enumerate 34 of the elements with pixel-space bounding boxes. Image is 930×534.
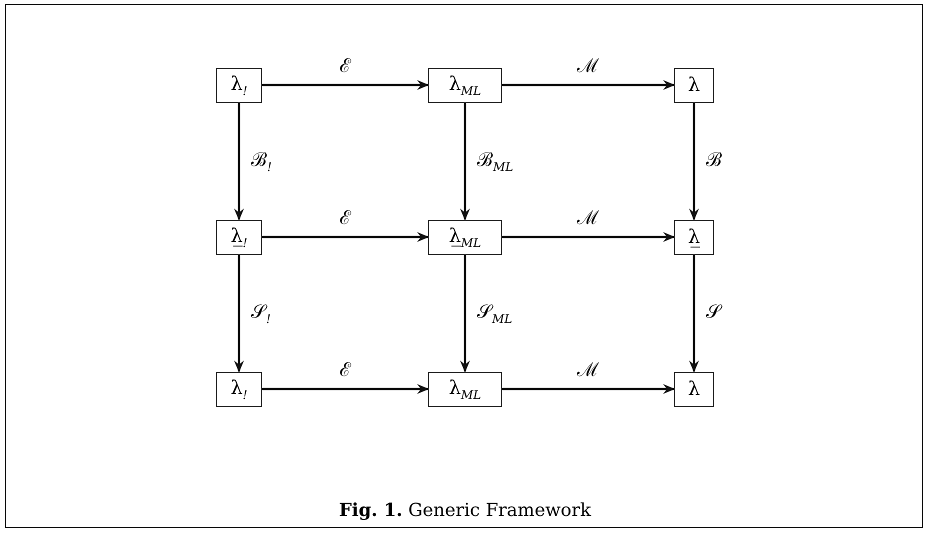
- edge-label: ℳ: [577, 57, 599, 76]
- state-box: λ: [674, 372, 714, 406]
- state-box: λ̲$_{!}$: [216, 220, 262, 254]
- arrow: [262, 232, 429, 242]
- arrow: [502, 232, 675, 242]
- state-box: λ$_{!}$: [216, 68, 262, 102]
- arrow: [262, 80, 429, 90]
- arrow: [234, 254, 244, 372]
- state-box: λ̲: [674, 220, 714, 254]
- arrow: [689, 102, 699, 220]
- edge-label: ℬ$_{ML}$: [477, 151, 514, 173]
- edge-label: ℳ: [577, 209, 599, 228]
- state-box: λ$_{ML}$: [428, 68, 502, 102]
- edge-label: ℰ: [340, 209, 350, 228]
- edge-label: 𝒮$_{ML}$: [477, 303, 512, 325]
- state-box: λ: [674, 68, 714, 102]
- state-box: λ̲$_{ML}$: [428, 220, 502, 254]
- arrow: [460, 254, 470, 372]
- edge-label: ℰ: [340, 57, 350, 76]
- state-box: λ$_{ML}$: [428, 372, 502, 406]
- arrow: [460, 102, 470, 220]
- edge-label: ℬ$_{!}$: [251, 151, 272, 173]
- state-box: λ$_{!}$: [216, 372, 262, 406]
- arrow: [689, 254, 699, 372]
- arrow: [234, 102, 244, 220]
- figure-caption: Fig. 1. Generic Framework: [338, 500, 592, 521]
- arrow: [262, 384, 429, 394]
- edge-label: ℰ: [340, 361, 350, 380]
- edge-label: 𝒮: [706, 303, 721, 322]
- arrow: [502, 384, 675, 394]
- edge-label: ℳ: [577, 361, 599, 380]
- arrow: [502, 80, 675, 90]
- edge-label: 𝒮$_{!}$: [251, 303, 271, 325]
- edge-label: ℬ: [706, 151, 722, 170]
